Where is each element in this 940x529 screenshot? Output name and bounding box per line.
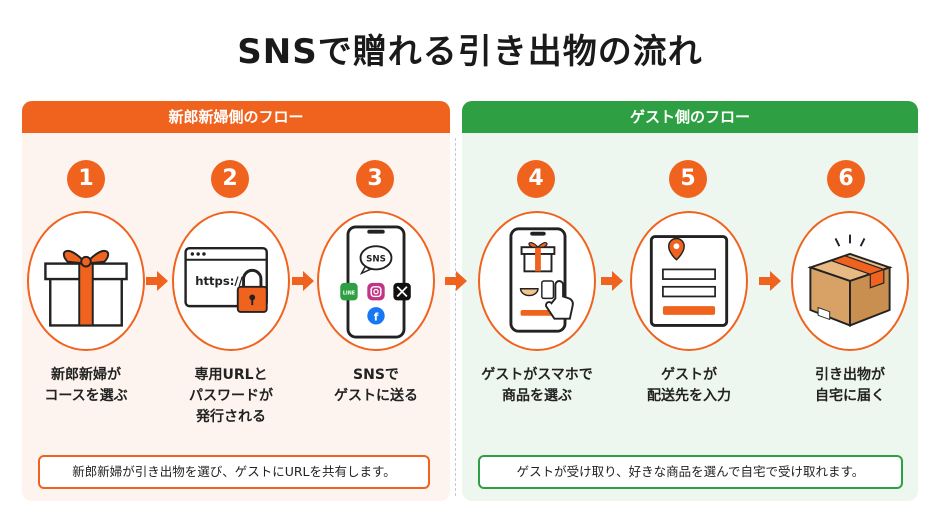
page-title: SNSで贈れる引き出物の流れ xyxy=(237,32,703,72)
delivery-box-icon xyxy=(791,211,909,351)
browser-lock-icon: https:// xyxy=(172,211,290,351)
bride-flow-note: 新郎新婦が引き出物を選び、ゲストにURLを共有します。 xyxy=(38,455,430,489)
address-form-icon xyxy=(630,211,748,351)
line-icon-text: LINE xyxy=(343,291,355,297)
step-2-label: 専用URLとパスワードが発行される xyxy=(189,367,273,425)
step-5-badge: 5 xyxy=(618,160,758,198)
step-1-badge: 1 xyxy=(16,160,156,198)
section-divider xyxy=(455,138,456,496)
guest-flow-note: ゲストが受け取り、好きな商品を選んで自宅で受け取れます。 xyxy=(478,455,903,489)
step-5-label: ゲストが配送先を入力 xyxy=(647,367,731,404)
step-4-label: ゲストがスマホで商品を選ぶ xyxy=(481,367,593,404)
svg-text:f: f xyxy=(374,311,379,324)
step-2-badge: 2 xyxy=(160,160,300,198)
arrow-right-icon xyxy=(759,271,781,291)
step-1-label: 新郎新婦がコースを選ぶ xyxy=(44,367,128,404)
step-3-badge: 3 xyxy=(305,160,445,198)
gift-box-icon xyxy=(27,211,145,351)
step-6-badge: 6 xyxy=(776,160,916,198)
arrow-right-icon xyxy=(445,271,467,291)
arrow-right-icon xyxy=(292,271,314,291)
guest-flow-header: ゲスト側のフロー xyxy=(462,101,918,133)
arrow-right-icon xyxy=(601,271,623,291)
phone-sns-icon: SNS LINE f xyxy=(317,211,435,351)
step-3-label: SNSでゲストに送る xyxy=(334,367,418,404)
phone-shopping-icon xyxy=(478,211,596,351)
arrow-right-icon xyxy=(146,271,168,291)
step-4-badge: 4 xyxy=(466,160,606,198)
step-6-label: 引き出物が自宅に届く xyxy=(815,367,885,404)
sns-bubble-text: SNS xyxy=(366,255,386,265)
url-text: https:// xyxy=(195,274,243,288)
bride-flow-header: 新郎新婦側のフロー xyxy=(22,101,450,133)
